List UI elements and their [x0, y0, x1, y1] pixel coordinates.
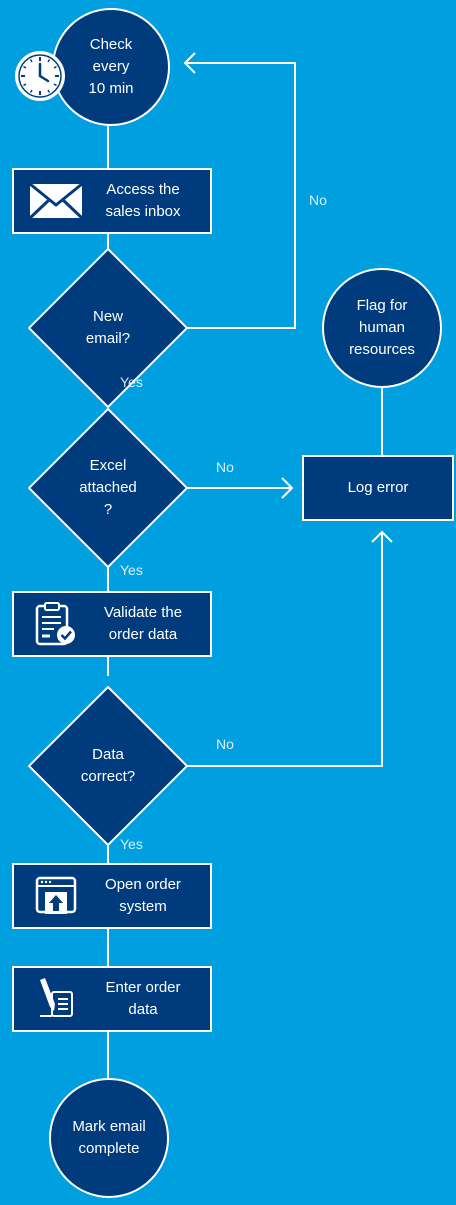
excel-attached-decision: Excel attached ?: [28, 408, 188, 568]
flag-hr-label: Flag for human resources: [349, 297, 415, 358]
edge-excel-no-arrowhead: [281, 477, 294, 499]
flag-hr-node: Flag for human resources: [322, 268, 442, 388]
end-node-label: Mark email complete: [72, 1118, 146, 1157]
edge-loop-arrowhead: [183, 52, 196, 74]
edge-data-no: [168, 532, 383, 767]
open-system-label: Open order system: [105, 876, 181, 915]
validate-node: Validate the order data: [12, 591, 212, 657]
edge-label-excel-no: No: [216, 459, 234, 475]
access-inbox-node: Access the sales inbox: [12, 168, 212, 234]
log-error-node: Log error: [302, 455, 454, 521]
new-email-label: New email?: [85, 308, 131, 347]
open-system-node: Open order system: [12, 863, 212, 929]
data-correct-decision: Data correct?: [28, 686, 188, 846]
edge-label-data-yes: Yes: [120, 836, 143, 852]
new-email-decision: New email?: [28, 248, 188, 408]
enter-data-label: Enter order data: [105, 979, 181, 1018]
access-inbox-label: Access the sales inbox: [105, 181, 181, 220]
edge-label-excel-yes: Yes: [120, 562, 143, 578]
edge-label-data-no: No: [216, 736, 234, 752]
end-node: Mark email complete: [49, 1078, 169, 1198]
validate-label: Validate the order data: [103, 604, 183, 643]
data-correct-label: Data correct?: [80, 746, 136, 785]
edge-new-email-no-loop: [168, 62, 296, 329]
excel-attached-label: Excel attached ?: [79, 457, 137, 518]
window-upload-icon: [28, 865, 84, 927]
envelope-icon: [28, 170, 84, 232]
edge-data-no-arrowhead: [371, 530, 393, 543]
edge-label-new-email-yes: Yes: [120, 374, 143, 390]
start-node: Check every 10 min: [52, 8, 170, 126]
log-error-label: Log error: [347, 479, 409, 496]
edge-label-new-email-no: No: [309, 192, 327, 208]
pen-document-icon: [28, 968, 84, 1030]
clock-icon: [12, 48, 68, 104]
clipboard-check-icon: [28, 593, 84, 655]
start-node-label: Check every 10 min: [88, 36, 134, 97]
enter-data-node: Enter order data: [12, 966, 212, 1032]
